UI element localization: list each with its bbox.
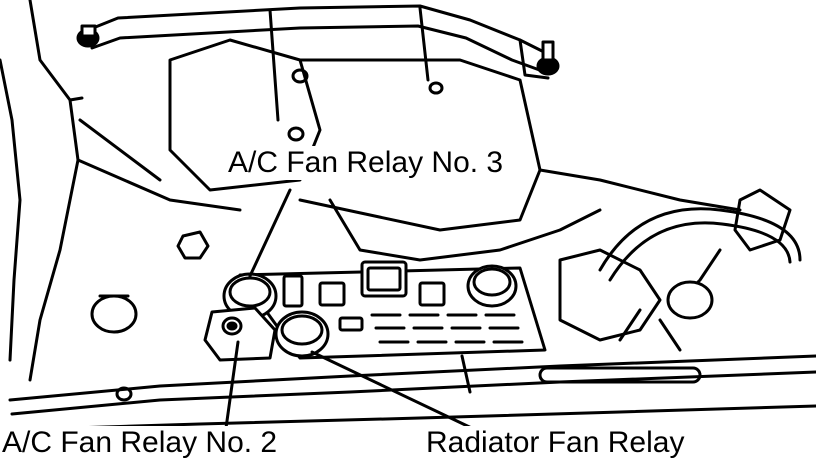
label-ac-fan-relay-2: A/C Fan Relay No. 2 bbox=[0, 426, 280, 460]
label-ac-fan-relay-3: A/C Fan Relay No. 3 bbox=[226, 146, 506, 180]
bolt-top-right bbox=[536, 40, 560, 76]
label-radiator-fan-relay: Radiator Fan Relay bbox=[424, 426, 687, 460]
central-housing bbox=[168, 38, 742, 262]
hex-bolt bbox=[176, 230, 210, 260]
lower-rail bbox=[8, 354, 816, 432]
leader-lines bbox=[224, 188, 482, 434]
leader-relay2 bbox=[224, 340, 240, 430]
leader-radiator bbox=[310, 350, 482, 434]
relay-cap-right bbox=[466, 264, 518, 308]
top-bracket bbox=[86, 4, 552, 122]
left-dome-bolt bbox=[90, 294, 138, 334]
radiator-relay bbox=[274, 310, 330, 358]
right-wiring bbox=[558, 188, 802, 352]
bolt-top-left bbox=[76, 24, 100, 48]
left-panel bbox=[0, 0, 242, 382]
leader-relay3 bbox=[248, 188, 292, 278]
relay-no2 bbox=[203, 306, 277, 362]
